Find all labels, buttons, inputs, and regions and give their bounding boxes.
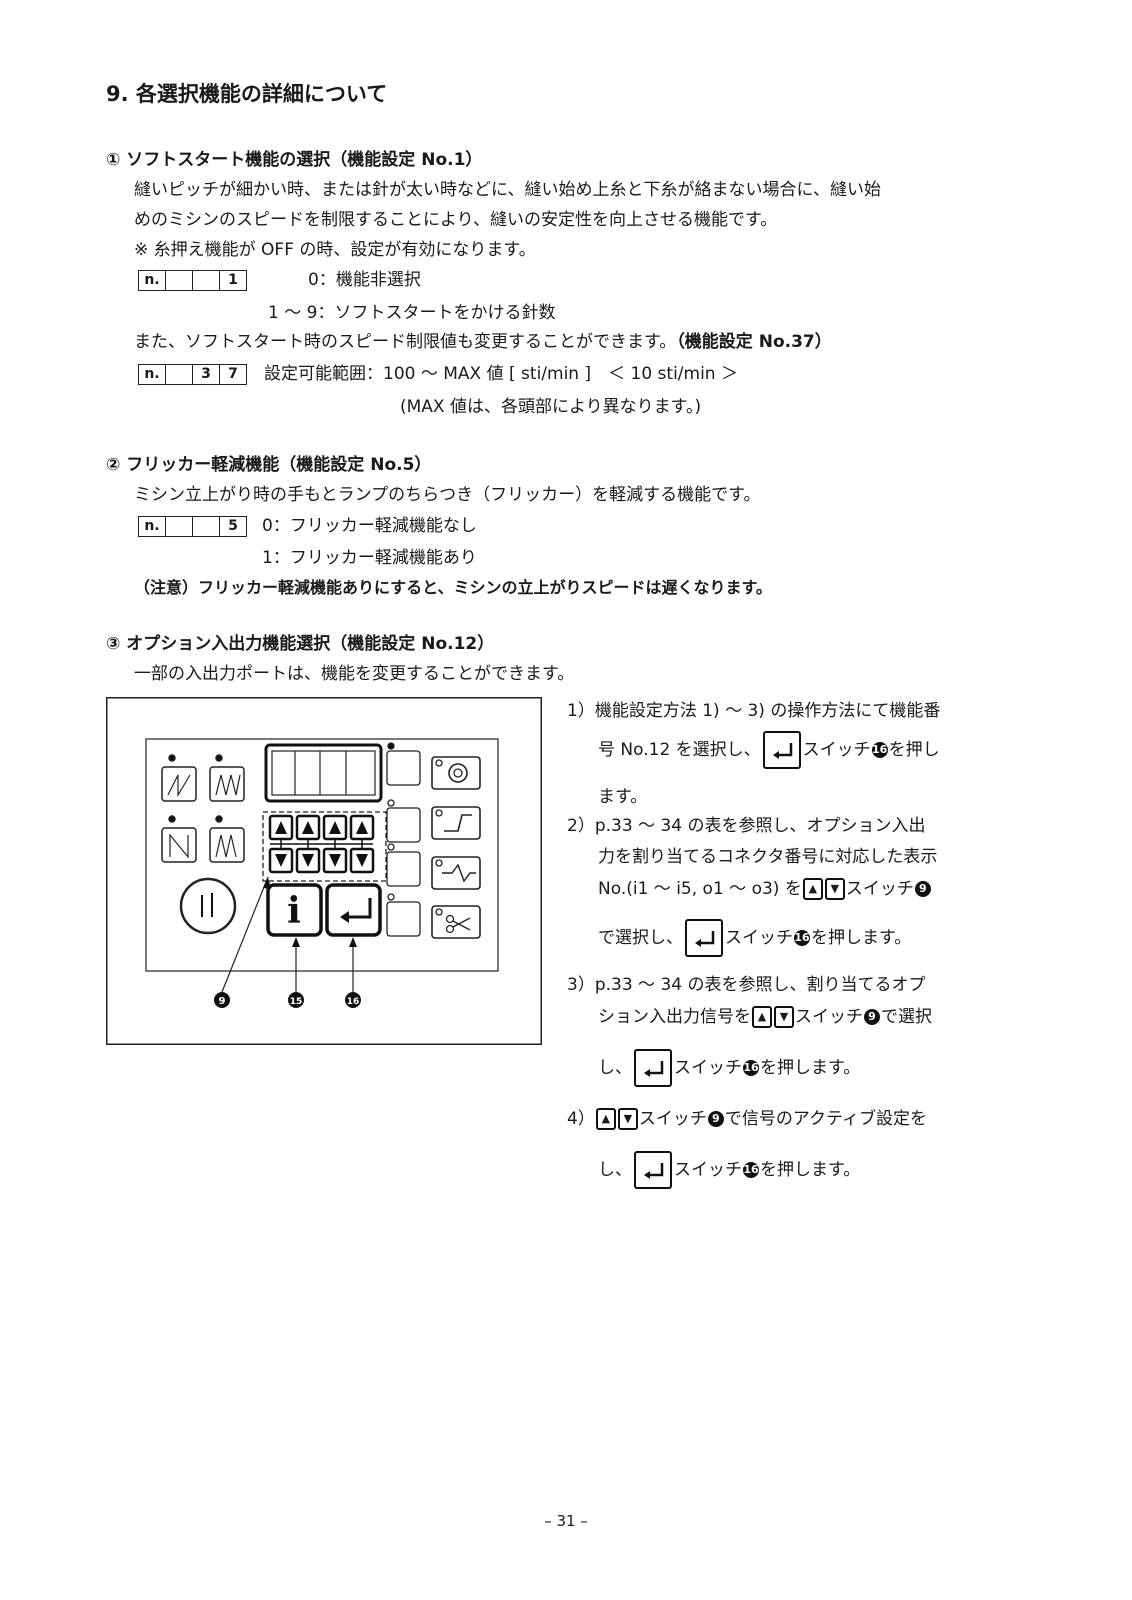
code-cell: 7 [219,364,247,385]
step3-text-e: し、 [598,1058,632,1078]
step4-number: 4） [567,1109,595,1129]
step2-text-a: p.33 ～ 34 の表を参照し、オプション入出 [594,816,926,836]
step3-text-b: ション入出力信号を [598,1007,751,1027]
step2-text-c: No.(i1 ～ i5, o1 ～ o3) を [598,879,802,899]
section1-also: また、ソフトスタート時のスピード制限値も変更することができます。（機能設定 No… [134,331,832,353]
step1-text-d: を押し [888,740,940,760]
page-heading: 9. 各選択機能の詳細について [106,82,388,106]
up-arrow-key-icon: ▲ [752,1006,772,1028]
up-arrow-key-icon: ▲ [595,1108,616,1130]
up-arrow-key-icon: ▲ [802,878,823,900]
code-cell: n. [138,364,165,385]
step4-text-a: スイッチ [638,1109,707,1129]
section2-caution: （注意）フリッカー軽減機能ありにすると、ミシンの立上がりスピードは遅くなります。 [134,578,772,597]
page-number: – 31 – [544,1512,588,1530]
step1-text-c: スイッチ [802,740,871,760]
section2-option1: 1：フリッカー軽減機能あり [262,548,477,568]
enter-key-icon [685,919,723,957]
step3-text-g: を押します。 [760,1058,861,1078]
operation-panel-figure: i [106,697,542,1045]
code-cell [165,270,192,291]
step1-text-b: 号 No.12 を選択し、 [598,740,761,760]
down-arrow-key-icon: ▼ [774,1006,794,1028]
section1-note: ※ 糸押え機能が OFF の時、設定が有効になります。 [134,240,536,260]
step3-line1: 3）p.33 ～ 34 の表を参照し、割り当てるオプ [567,974,926,996]
section2-option0: 0：フリッカー軽減機能なし [262,516,477,536]
callout-9-icon: 9 [864,1009,880,1025]
callout-16: 16 [347,997,360,1007]
section2-body: ミシン立上がり時の手もとランプのちらつき（フリッカー）を軽減する機能です。 [134,485,761,505]
section2-title: ② フリッカー軽減機能（機能設定 No.5） [106,455,432,475]
section1-option1: 1 ～ 9：ソフトスタートをかける針数 [268,303,556,323]
function-code-1: n. 1 [138,270,247,291]
step3-text-c: スイッチ [795,1007,863,1027]
callout-16-icon: 16 [794,930,810,946]
enter-key-icon [634,1049,672,1087]
step2-text-e: で選択し、 [598,928,683,948]
section1-range: 設定可能範囲：100 ～ MAX 値 [ sti/min ] ＜ 10 sti/… [264,364,738,384]
step2-text-d: スイッチ [845,879,914,899]
step1-line3: ます。 [598,787,648,807]
step1-text-a: 機能設定方法 1) ～ 3) の操作方法にて機能番 [594,701,941,721]
step4-text-b: で信号のアクティブ設定を [724,1109,927,1129]
section1-body-line1: 縫いピッチが細かい時、または針が太い時などに、縫い始め上糸と下糸が絡まない場合に… [134,180,881,200]
step3-text-f: スイッチ [674,1058,742,1078]
code-cell: 3 [192,364,219,385]
step4-text-e: を押します。 [760,1160,861,1180]
step1-line1: 1）機能設定方法 1) ～ 3) の操作方法にて機能番 [567,700,940,722]
callout-15: 15 [290,997,303,1007]
down-arrow-key-icon: ▼ [617,1108,638,1130]
code-cell [165,364,192,385]
code-cell [165,516,192,537]
section1-title: ① ソフトスタート機能の選択（機能設定 No.1） [106,150,483,170]
section1-also-text: また、ソフトスタート時のスピード制限値も変更することができます。 [134,332,677,352]
svg-text:i: i [287,890,301,932]
code-cell: 1 [219,270,247,291]
enter-key-icon [762,731,801,769]
callout-16-icon: 16 [871,742,888,758]
step2-number: 2） [567,816,595,836]
code-cell [192,516,219,537]
step4-text-c: し、 [598,1160,632,1180]
step3-text-d: で選択 [881,1007,932,1027]
step2-text-g: を押します。 [811,928,912,948]
section1-range-note: (MAX 値は、各頭部により異なります。) [400,397,702,417]
code-cell [192,270,219,291]
step1-number: 1） [567,701,595,721]
step3-text-a: p.33 ～ 34 の表を参照し、割り当てるオプ [594,975,926,995]
callout-9-icon: 9 [707,1111,724,1127]
section3-body: 一部の入出力ポートは、機能を変更することができます。 [134,664,575,684]
section1-body-line2: めのミシンのスピードを制限することにより、縫いの安定性を向上させる機能です。 [134,210,778,230]
enter-key-icon [634,1151,672,1189]
down-arrow-key-icon: ▼ [824,878,845,900]
function-code-37: n. 3 7 [138,364,247,385]
code-cell: n. [138,516,165,537]
step2-text-f: スイッチ [725,928,793,948]
section3-title: ③ オプション入出力機能選択（機能設定 No.12） [106,634,495,654]
section1-option0: 0：機能非選択 [308,270,421,290]
step2-line1: 2）p.33 ～ 34 の表を参照し、オプション入出 [567,815,926,837]
callout-16-icon: 16 [743,1060,759,1076]
code-cell: 5 [219,516,247,537]
step4-text-d: スイッチ [674,1160,742,1180]
function-code-5: n. 5 [138,516,247,537]
section1-also-ref: （機能設定 No.37） [676,332,832,352]
callout-16-icon: 16 [743,1162,759,1178]
code-cell: n. [138,270,165,291]
callout-9: 9 [219,996,226,1007]
callout-9-icon: 9 [914,881,931,897]
step3-number: 3） [567,975,595,995]
step2-line2: 力を割り当てるコネクタ番号に対応した表示 [598,847,938,867]
